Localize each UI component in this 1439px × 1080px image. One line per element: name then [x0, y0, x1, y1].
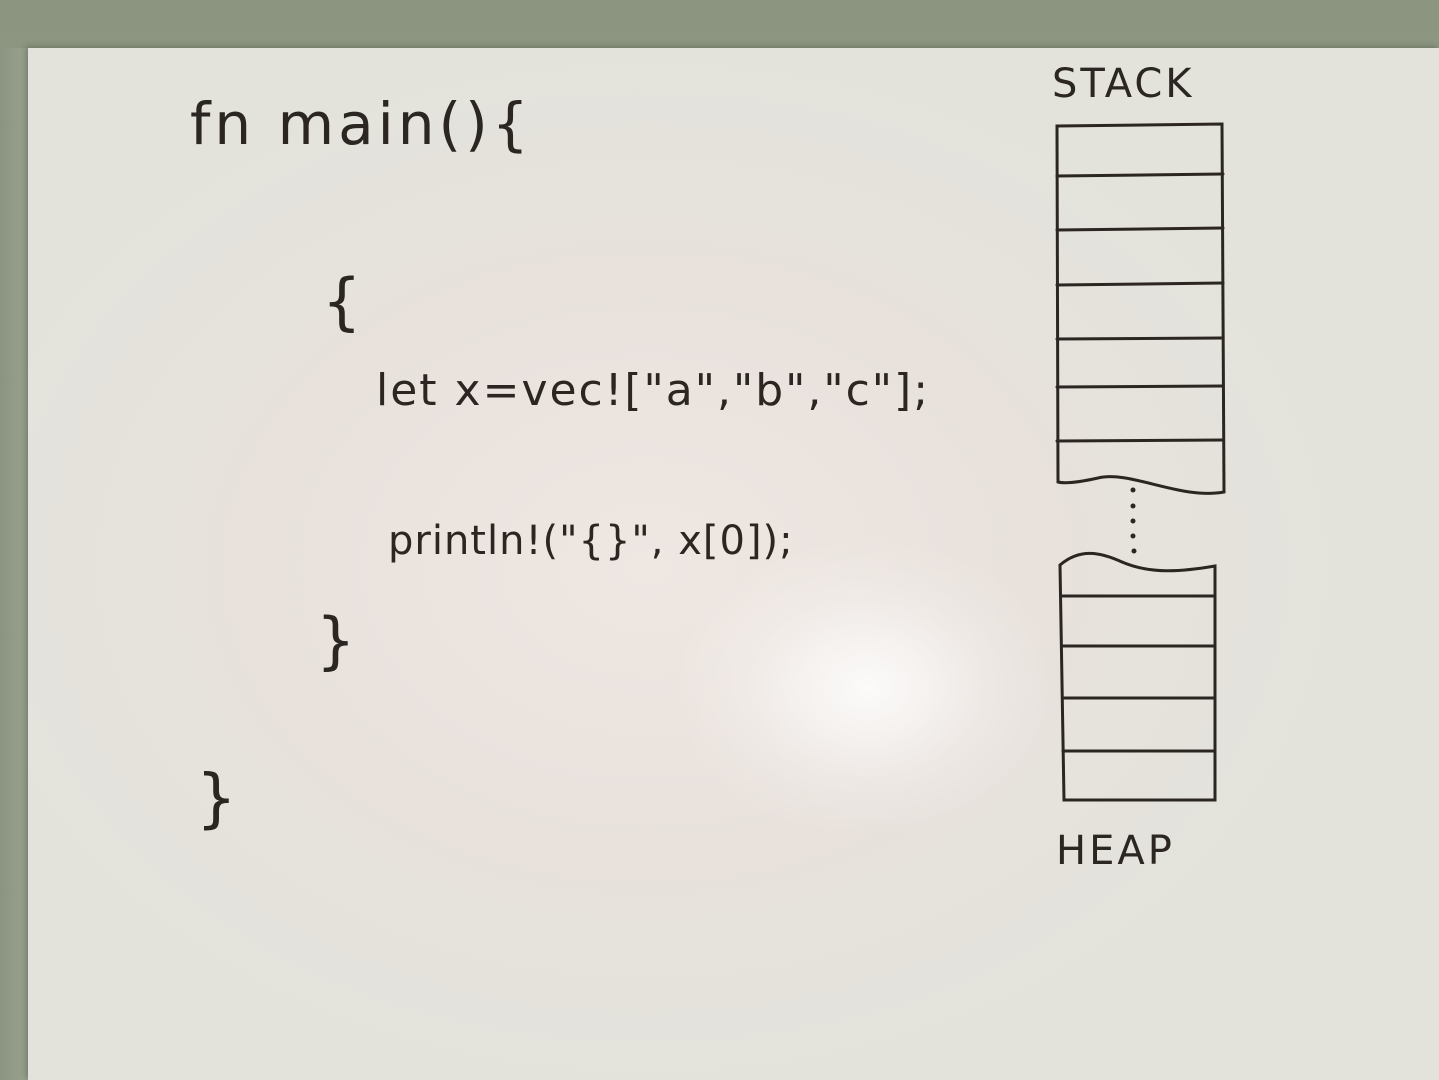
- code-line-inner-open-brace: {: [322, 265, 363, 338]
- gap-dot: [1130, 487, 1136, 493]
- code-line-println: println!("{}", x[0]);: [388, 518, 794, 564]
- gap-dot: [1130, 503, 1136, 509]
- stack-row-divider: [1055, 226, 1225, 232]
- stack-row-divider: [1055, 172, 1225, 178]
- code-line-let-vec: let x=vec!["a","b","c"];: [376, 365, 931, 416]
- stack-outline: [1055, 122, 1226, 495]
- stack-row-divider: [1055, 336, 1225, 341]
- stack-row-divider: [1055, 438, 1225, 443]
- stack-label: STACK: [1052, 61, 1195, 107]
- gap-dots: [1130, 487, 1137, 554]
- stack-row-divider: [1055, 384, 1225, 389]
- stack-block: [1055, 122, 1226, 495]
- gap-dot: [1130, 533, 1136, 539]
- heap-outline: [1058, 551, 1217, 802]
- heap-label: HEAP: [1056, 828, 1175, 874]
- whiteboard: [28, 48, 1439, 1080]
- stack-row-divider: [1055, 281, 1225, 287]
- gap-dot: [1131, 548, 1137, 554]
- wall-edge: [0, 48, 28, 1080]
- code-line-outer-close-brace: }: [196, 762, 238, 836]
- heap-block: [1058, 551, 1217, 802]
- code-line-fn-main: fn main(){: [190, 90, 533, 158]
- gap-dot: [1130, 518, 1136, 524]
- code-line-inner-close-brace: }: [316, 604, 357, 677]
